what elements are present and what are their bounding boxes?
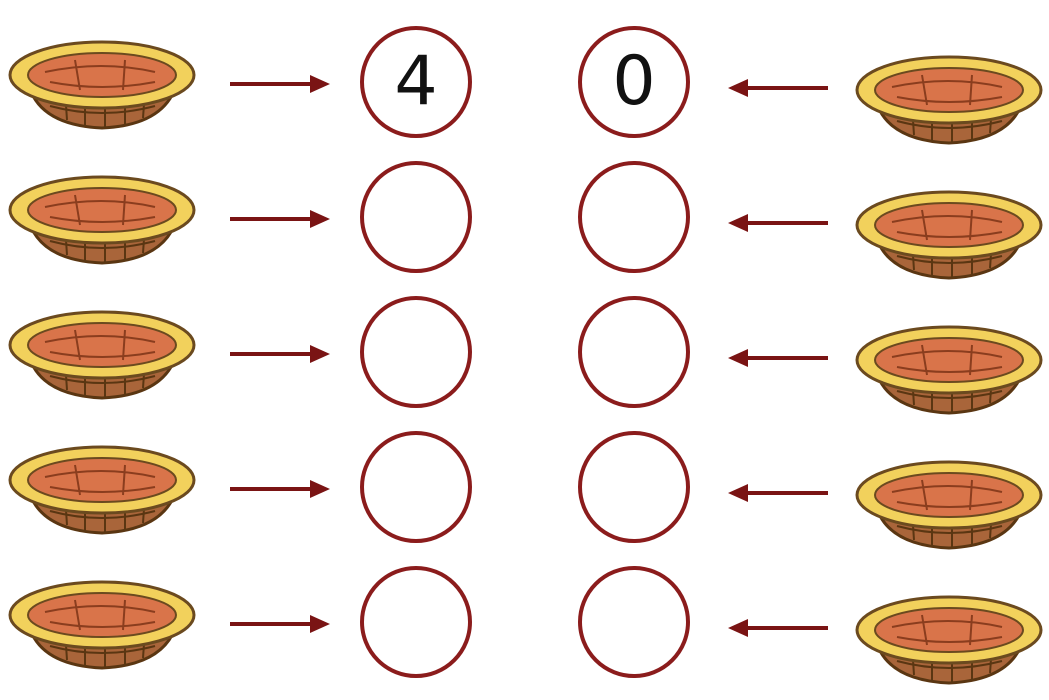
exercise-row xyxy=(0,300,1049,430)
arrow-left-icon xyxy=(728,618,828,638)
basket-icon-right xyxy=(852,45,1047,145)
answer-circle-right[interactable] xyxy=(578,431,690,543)
basket-icon-left xyxy=(5,165,200,265)
arrow-left-icon xyxy=(728,348,828,368)
basket-icon-right xyxy=(852,585,1047,685)
arrow-left-icon xyxy=(728,78,828,98)
answer-circle-right[interactable] xyxy=(578,566,690,678)
exercise-row xyxy=(0,570,1049,700)
answer-circle-left[interactable] xyxy=(360,296,472,408)
basket-icon-left xyxy=(5,300,200,400)
basket-icon-left xyxy=(5,435,200,535)
exercise-row xyxy=(0,435,1049,565)
exercise-row xyxy=(0,165,1049,295)
basket-icon-right xyxy=(852,450,1047,550)
answer-circle-left[interactable] xyxy=(360,566,472,678)
arrow-left-icon xyxy=(728,483,828,503)
basket-icon-left xyxy=(5,570,200,670)
basket-icon-right xyxy=(852,315,1047,415)
answer-circle-left[interactable] xyxy=(360,431,472,543)
answer-circle-left[interactable] xyxy=(360,161,472,273)
basket-icon-top-partial xyxy=(640,0,760,15)
basket-icon-left xyxy=(5,30,200,130)
answer-circle-right[interactable] xyxy=(578,296,690,408)
basket-icon-right xyxy=(852,180,1047,280)
arrow-right-icon xyxy=(230,479,330,499)
answer-circle-right[interactable] xyxy=(578,161,690,273)
arrow-right-icon xyxy=(230,344,330,364)
arrow-right-icon xyxy=(230,614,330,634)
answer-circle-left[interactable]: 4 xyxy=(360,26,472,138)
answer-circle-right[interactable]: 0 xyxy=(578,26,690,138)
arrow-right-icon xyxy=(230,209,330,229)
arrow-left-icon xyxy=(728,213,828,233)
arrow-right-icon xyxy=(230,74,330,94)
